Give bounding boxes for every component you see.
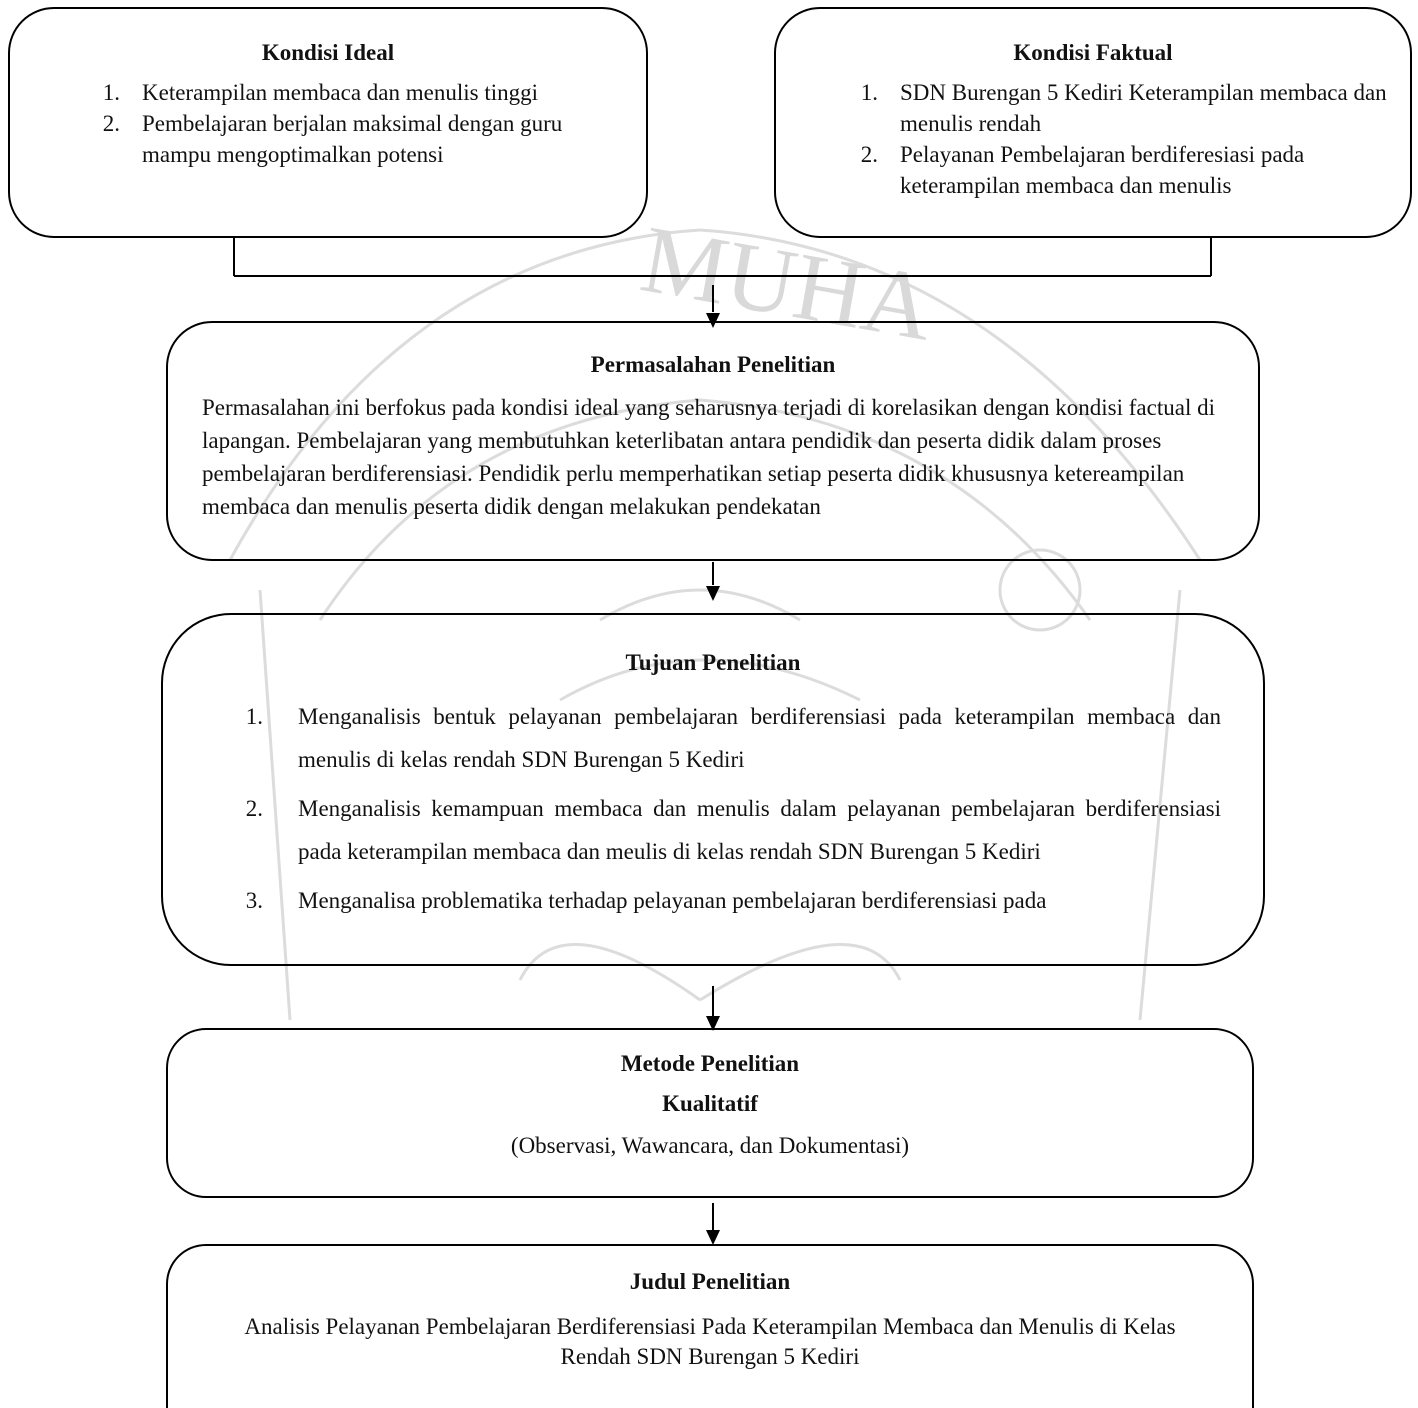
judul-penelitian-box: Judul Penelitian Analisis Pelayanan Pemb… [166, 1244, 1254, 1408]
list-item: 2. Pelayanan Pembelajaran berdiferesiasi… [848, 139, 1390, 201]
list-item-number: 1. [245, 704, 263, 729]
metode-subtitle: Kualitatif [662, 1091, 758, 1116]
list-item-text: SDN Burengan 5 Kediri Keterampilan memba… [900, 80, 1387, 136]
kondisi-faktual-list: 1. SDN Burengan 5 Kediri Keterampilan me… [848, 77, 1390, 201]
tujuan-penelitian-box: Tujuan Penelitian 1. Menganalisis bentuk… [161, 613, 1265, 966]
permasalahan-text: Permasalahan ini berfokus pada kondisi i… [202, 395, 1215, 519]
list-item-text: Keterampilan membaca dan menulis tinggi [142, 80, 538, 105]
list-item-text: Pembelajaran berjalan maksimal dengan gu… [142, 111, 563, 167]
list-item: 1. SDN Burengan 5 Kediri Keterampilan me… [848, 77, 1390, 139]
list-item-number: 2. [245, 796, 263, 821]
metode-detail: (Observasi, Wawancara, dan Dokumentasi) [510, 1133, 910, 1158]
list-item-number: 1. [860, 80, 878, 105]
tujuan-list: 1. Menganalisis bentuk pelayanan pembela… [163, 695, 1263, 922]
list-item-text: Menganalisa problematika terhadap pelaya… [298, 888, 1047, 913]
list-item-text: Pelayanan Pembelajaran berdiferesiasi pa… [900, 142, 1305, 198]
kondisi-faktual-box: Kondisi Faktual 1. SDN Burengan 5 Kediri… [774, 7, 1412, 238]
list-item-number: 3. [245, 888, 263, 913]
list-item-number: 2. [860, 142, 878, 167]
permasalahan-penelitian-box: Permasalahan Penelitian Permasalahan ini… [166, 321, 1260, 561]
list-item-number: 2. [102, 111, 120, 136]
metode-penelitian-box: Metode Penelitian Kualitatif (Observasi,… [166, 1028, 1254, 1198]
kondisi-ideal-title: Kondisi Ideal [261, 40, 395, 65]
kondisi-ideal-list: 1. Keterampilan membaca dan menulis ting… [90, 77, 606, 170]
kondisi-faktual-title: Kondisi Faktual [1013, 40, 1173, 65]
tujuan-title: Tujuan Penelitian [625, 650, 801, 675]
list-item-text: Menganalisis kemampuan membaca dan menul… [298, 796, 1221, 864]
list-item: 2. Menganalisis kemampuan membaca dan me… [163, 787, 1263, 873]
list-item-text: Menganalisis bentuk pelayanan pembelajar… [298, 704, 1221, 772]
list-item: 1. Menganalisis bentuk pelayanan pembela… [163, 695, 1263, 781]
list-item: 3. Menganalisa problematika terhadap pel… [163, 879, 1263, 922]
permasalahan-title: Permasalahan Penelitian [590, 352, 836, 377]
metode-title: Metode Penelitian [620, 1051, 800, 1076]
kondisi-ideal-box: Kondisi Ideal 1. Keterampilan membaca da… [8, 7, 648, 238]
arrow-to-judul [706, 1230, 720, 1245]
list-item: 2. Pembelajaran berjalan maksimal dengan… [90, 108, 606, 170]
list-item-number: 1. [102, 80, 120, 105]
judul-text: Analisis Pelayanan Pembelajaran Berdifer… [244, 1314, 1176, 1369]
arrow-to-tujuan [706, 586, 720, 601]
judul-title: Judul Penelitian [629, 1269, 791, 1294]
list-item: 1. Keterampilan membaca dan menulis ting… [90, 77, 606, 108]
